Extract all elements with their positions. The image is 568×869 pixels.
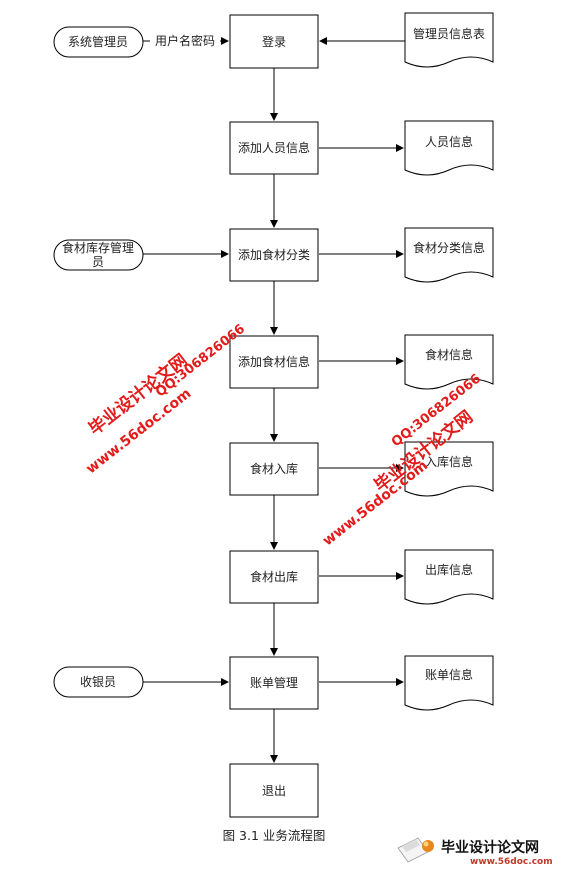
footer-logo-url: www.56doc.com bbox=[470, 857, 553, 867]
connectors bbox=[143, 37, 405, 763]
edge-label-credentials: 用户名密码 bbox=[155, 33, 215, 48]
process-label: 退出 bbox=[262, 784, 286, 798]
doc-label: 账单信息 bbox=[425, 667, 473, 682]
doc-stock-in-info: 入库信息 bbox=[404, 441, 494, 497]
process-exit: 退出 bbox=[229, 763, 319, 818]
process-bill: 账单管理 bbox=[229, 656, 319, 710]
watermark-url: www.56doc.com bbox=[320, 458, 431, 550]
doc-label: 入库信息 bbox=[425, 454, 473, 469]
process-label: 账单管理 bbox=[250, 675, 298, 690]
doc-category-info: 食材分类信息 bbox=[404, 227, 494, 283]
doc-label: 出库信息 bbox=[425, 562, 473, 577]
actor-label: 收银员 bbox=[80, 675, 116, 689]
doc-food-info: 食材信息 bbox=[404, 334, 494, 390]
process-add-food: 添加食材信息 bbox=[229, 335, 319, 389]
actor-label: 系统管理员 bbox=[68, 34, 128, 49]
figure-caption: 图 3.1 业务流程图 bbox=[223, 828, 326, 843]
doc-admin-table: 管理员信息表 bbox=[404, 12, 494, 68]
doc-person-info: 人员信息 bbox=[404, 120, 494, 176]
doc-stock-out-info: 出库信息 bbox=[404, 549, 494, 605]
process-label: 添加人员信息 bbox=[238, 140, 310, 155]
process-add-person: 添加人员信息 bbox=[229, 121, 319, 175]
actor-label-line1: 食材库存管理 bbox=[62, 240, 134, 255]
footer-logo: 毕业设计论文网 www.56doc.com bbox=[397, 837, 553, 867]
process-stock-in: 食材入库 bbox=[229, 442, 319, 496]
process-label: 食材入库 bbox=[250, 461, 298, 476]
process-label: 添加食材分类 bbox=[238, 247, 310, 262]
footer-logo-name: 毕业设计论文网 bbox=[441, 839, 539, 856]
process-stock-out: 食材出库 bbox=[229, 550, 319, 604]
doc-bill-info: 账单信息 bbox=[404, 655, 494, 711]
process-label: 食材出库 bbox=[250, 569, 298, 584]
doc-label: 食材分类信息 bbox=[413, 240, 485, 255]
actor-system-admin: 系统管理员 bbox=[53, 26, 144, 58]
doc-label: 食材信息 bbox=[425, 347, 473, 362]
doc-label: 人员信息 bbox=[425, 134, 473, 149]
process-add-category: 添加食材分类 bbox=[229, 228, 319, 282]
doc-label: 管理员信息表 bbox=[413, 26, 485, 41]
process-login: 登录 bbox=[229, 14, 319, 69]
process-label: 登录 bbox=[262, 34, 286, 49]
actor-inventory-admin: 食材库存管理 员 bbox=[53, 239, 144, 271]
process-label: 添加食材信息 bbox=[238, 354, 310, 369]
actor-label-line2: 员 bbox=[92, 255, 104, 269]
actor-cashier: 收银员 bbox=[53, 666, 144, 698]
book-logo-icon bbox=[397, 837, 434, 863]
